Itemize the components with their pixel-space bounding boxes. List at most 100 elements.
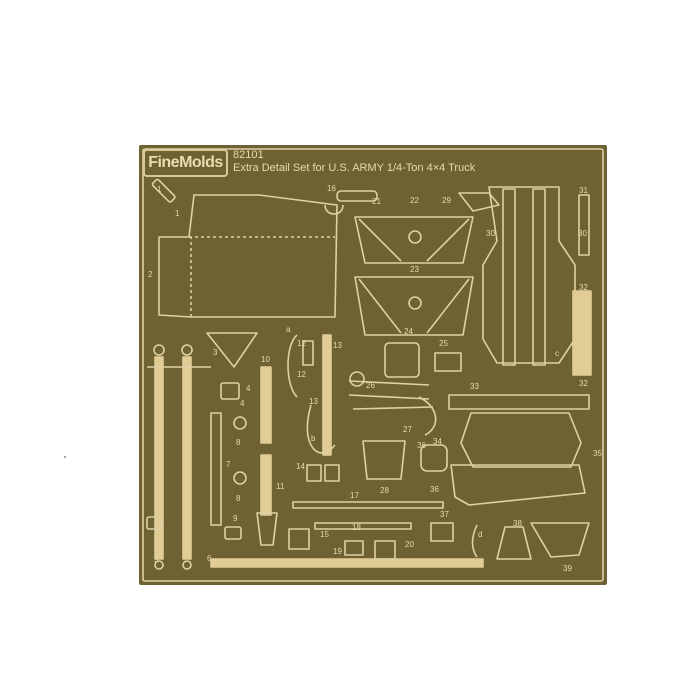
part-number: b xyxy=(311,434,316,443)
part-26 xyxy=(348,380,434,410)
part-number: 18 xyxy=(352,523,361,532)
part-21 xyxy=(336,190,378,202)
part-a xyxy=(287,334,298,398)
part-number: 27 xyxy=(403,425,412,434)
part-number: 16 xyxy=(327,184,336,193)
part-number: 8 xyxy=(236,438,241,447)
part-32 xyxy=(572,290,592,376)
part-28 xyxy=(362,440,406,480)
part-number: 15 xyxy=(320,530,329,539)
part-39 xyxy=(530,522,590,558)
part-number: d xyxy=(478,530,483,539)
part-number: 6 xyxy=(207,554,212,563)
part-33 xyxy=(448,394,590,410)
part-6-eye-bottom xyxy=(182,560,192,570)
product-title: Extra Detail Set for U.S. ARMY 1/4-Ton 4… xyxy=(233,162,476,174)
part-34-grille xyxy=(460,412,582,468)
part-d xyxy=(471,524,478,558)
part-number: 13 xyxy=(333,341,342,350)
part-number: 11 xyxy=(276,482,285,491)
part-number: 33 xyxy=(470,382,479,391)
part-30-rail-left xyxy=(502,188,516,366)
part-23-hub xyxy=(408,296,422,310)
part-number: 2 xyxy=(148,270,153,279)
fret-parts-drawing xyxy=(142,148,604,582)
part-number: 14 xyxy=(296,462,305,471)
part-14b xyxy=(324,464,340,482)
part-9 xyxy=(224,526,242,540)
part-number: 24 xyxy=(404,327,413,336)
part-24 xyxy=(384,342,420,378)
part-23 xyxy=(354,276,474,336)
part-1 xyxy=(151,178,176,203)
finemolds-logo: FineMolds xyxy=(143,149,228,177)
part-number: 19 xyxy=(333,547,342,556)
part-number: 31 xyxy=(579,186,588,195)
fret-frame xyxy=(142,148,604,582)
part-number: 30 xyxy=(486,229,495,238)
part-15 xyxy=(288,528,310,550)
part-number: 1 xyxy=(175,209,180,218)
part-8-ring-1 xyxy=(233,416,247,430)
part-number: 36 xyxy=(430,485,439,494)
part-number: 20 xyxy=(405,540,414,549)
part-number: 34 xyxy=(433,437,442,446)
part-10 xyxy=(260,366,272,444)
part-13 xyxy=(322,334,332,456)
part-number: 26 xyxy=(366,381,375,390)
part-8-ring-2 xyxy=(233,471,247,485)
part-4 xyxy=(220,382,240,400)
part-number: 38 xyxy=(513,519,522,528)
part-5-eye-top xyxy=(153,344,165,356)
part-36-lamp xyxy=(420,444,448,472)
part-19 xyxy=(344,540,364,556)
part-number: 9 xyxy=(233,514,238,523)
part-number: 32 xyxy=(579,379,588,388)
product-code: 82101 xyxy=(233,149,264,161)
part-29 xyxy=(458,192,500,212)
part-5-eye-bottom xyxy=(154,560,164,570)
part-2 xyxy=(158,194,338,318)
dust-speck xyxy=(64,456,66,458)
part-number: 21 xyxy=(372,197,381,206)
part-number: 28 xyxy=(380,486,389,495)
part-number: 12 xyxy=(297,339,306,348)
part-number: 30 xyxy=(578,229,587,238)
part-3 xyxy=(206,332,258,368)
part-23-cross xyxy=(358,278,470,334)
part-27 xyxy=(418,396,437,436)
part-7 xyxy=(210,412,222,526)
part-number: c xyxy=(555,349,559,358)
part-number: 13 xyxy=(309,397,318,406)
part-5 xyxy=(154,356,164,560)
part-31 xyxy=(578,194,590,256)
part-number: 37 xyxy=(440,510,449,519)
part-number: 39 xyxy=(563,564,572,573)
part-number: 12 xyxy=(297,370,306,379)
part-number: 36 xyxy=(417,441,426,450)
part-number: 32 xyxy=(579,283,588,292)
part-number: a xyxy=(286,325,291,334)
part-number: 3 xyxy=(213,348,218,357)
part-number: 5 xyxy=(154,555,159,564)
part-37 xyxy=(430,522,454,542)
part-number: 7 xyxy=(226,460,231,469)
part-22-cross xyxy=(358,218,470,262)
part-17 xyxy=(292,501,444,509)
part-number: 1 xyxy=(157,185,162,194)
part-b xyxy=(306,404,336,454)
part-number: 25 xyxy=(439,339,448,348)
part-number: 4 xyxy=(240,399,245,408)
part-30 xyxy=(482,186,576,364)
part-2-foldline xyxy=(189,236,335,317)
part-number: 8 xyxy=(236,494,241,503)
part-6-eye-top xyxy=(181,344,193,356)
part-5-clip xyxy=(146,516,162,530)
part-25 xyxy=(434,352,462,372)
part-number: 35 xyxy=(593,449,602,458)
bottom-strip xyxy=(210,558,484,568)
part-11 xyxy=(260,454,272,516)
part-number: 17 xyxy=(350,491,359,500)
part-26-ring xyxy=(349,371,365,387)
part-38 xyxy=(496,526,532,560)
